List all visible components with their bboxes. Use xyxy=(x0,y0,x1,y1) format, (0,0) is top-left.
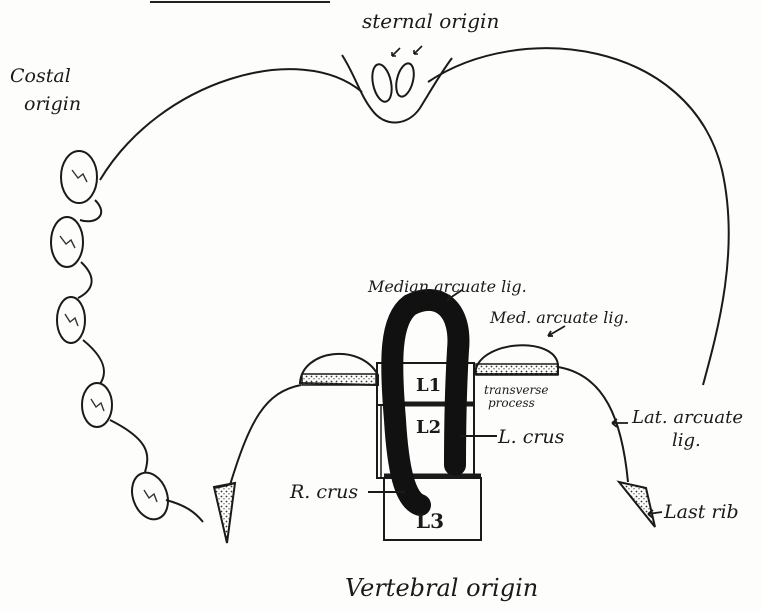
label-l2: L2 xyxy=(416,417,441,438)
label-sternal-origin: sternal origin xyxy=(362,9,499,33)
last-rib-arrow xyxy=(648,510,662,518)
label-lateral-arcuate: Lat. arcuate xyxy=(631,407,743,428)
label-l1: L1 xyxy=(416,375,441,396)
label-transverse: transverse xyxy=(484,383,548,397)
last-rib-right xyxy=(619,482,655,527)
label-last-rib: Last rib xyxy=(663,501,739,523)
label-medial-arcuate: Med. arcuate lig. xyxy=(489,308,629,327)
label-median-arcuate: Median arcuate lig. xyxy=(367,277,527,296)
label-process: process xyxy=(488,396,535,410)
label-lateral-arcuate-lig: lig. xyxy=(672,430,701,451)
label-costal: Costal xyxy=(10,65,71,87)
label-l-crus: L. crus xyxy=(497,426,565,448)
costal-origin xyxy=(51,151,203,524)
label-vertebral-origin: Vertebral origin xyxy=(345,574,538,602)
lateral-arcuate-arrow xyxy=(612,419,628,427)
medial-arcuate-arrow xyxy=(548,326,565,336)
right-medial-arcuate xyxy=(475,345,558,375)
left-lateral-arcuate xyxy=(230,385,301,485)
sternal-origin xyxy=(342,46,452,123)
last-rib-left xyxy=(214,483,235,543)
diaphragm-left-contour xyxy=(100,69,362,180)
label-costal-origin: origin xyxy=(24,93,81,115)
label-r-crus: R. crus xyxy=(289,481,358,503)
label-l3: L3 xyxy=(416,509,444,533)
left-medial-arcuate xyxy=(300,354,378,385)
diaphragm-right-contour xyxy=(428,48,729,385)
right-lateral-arcuate xyxy=(558,367,628,482)
